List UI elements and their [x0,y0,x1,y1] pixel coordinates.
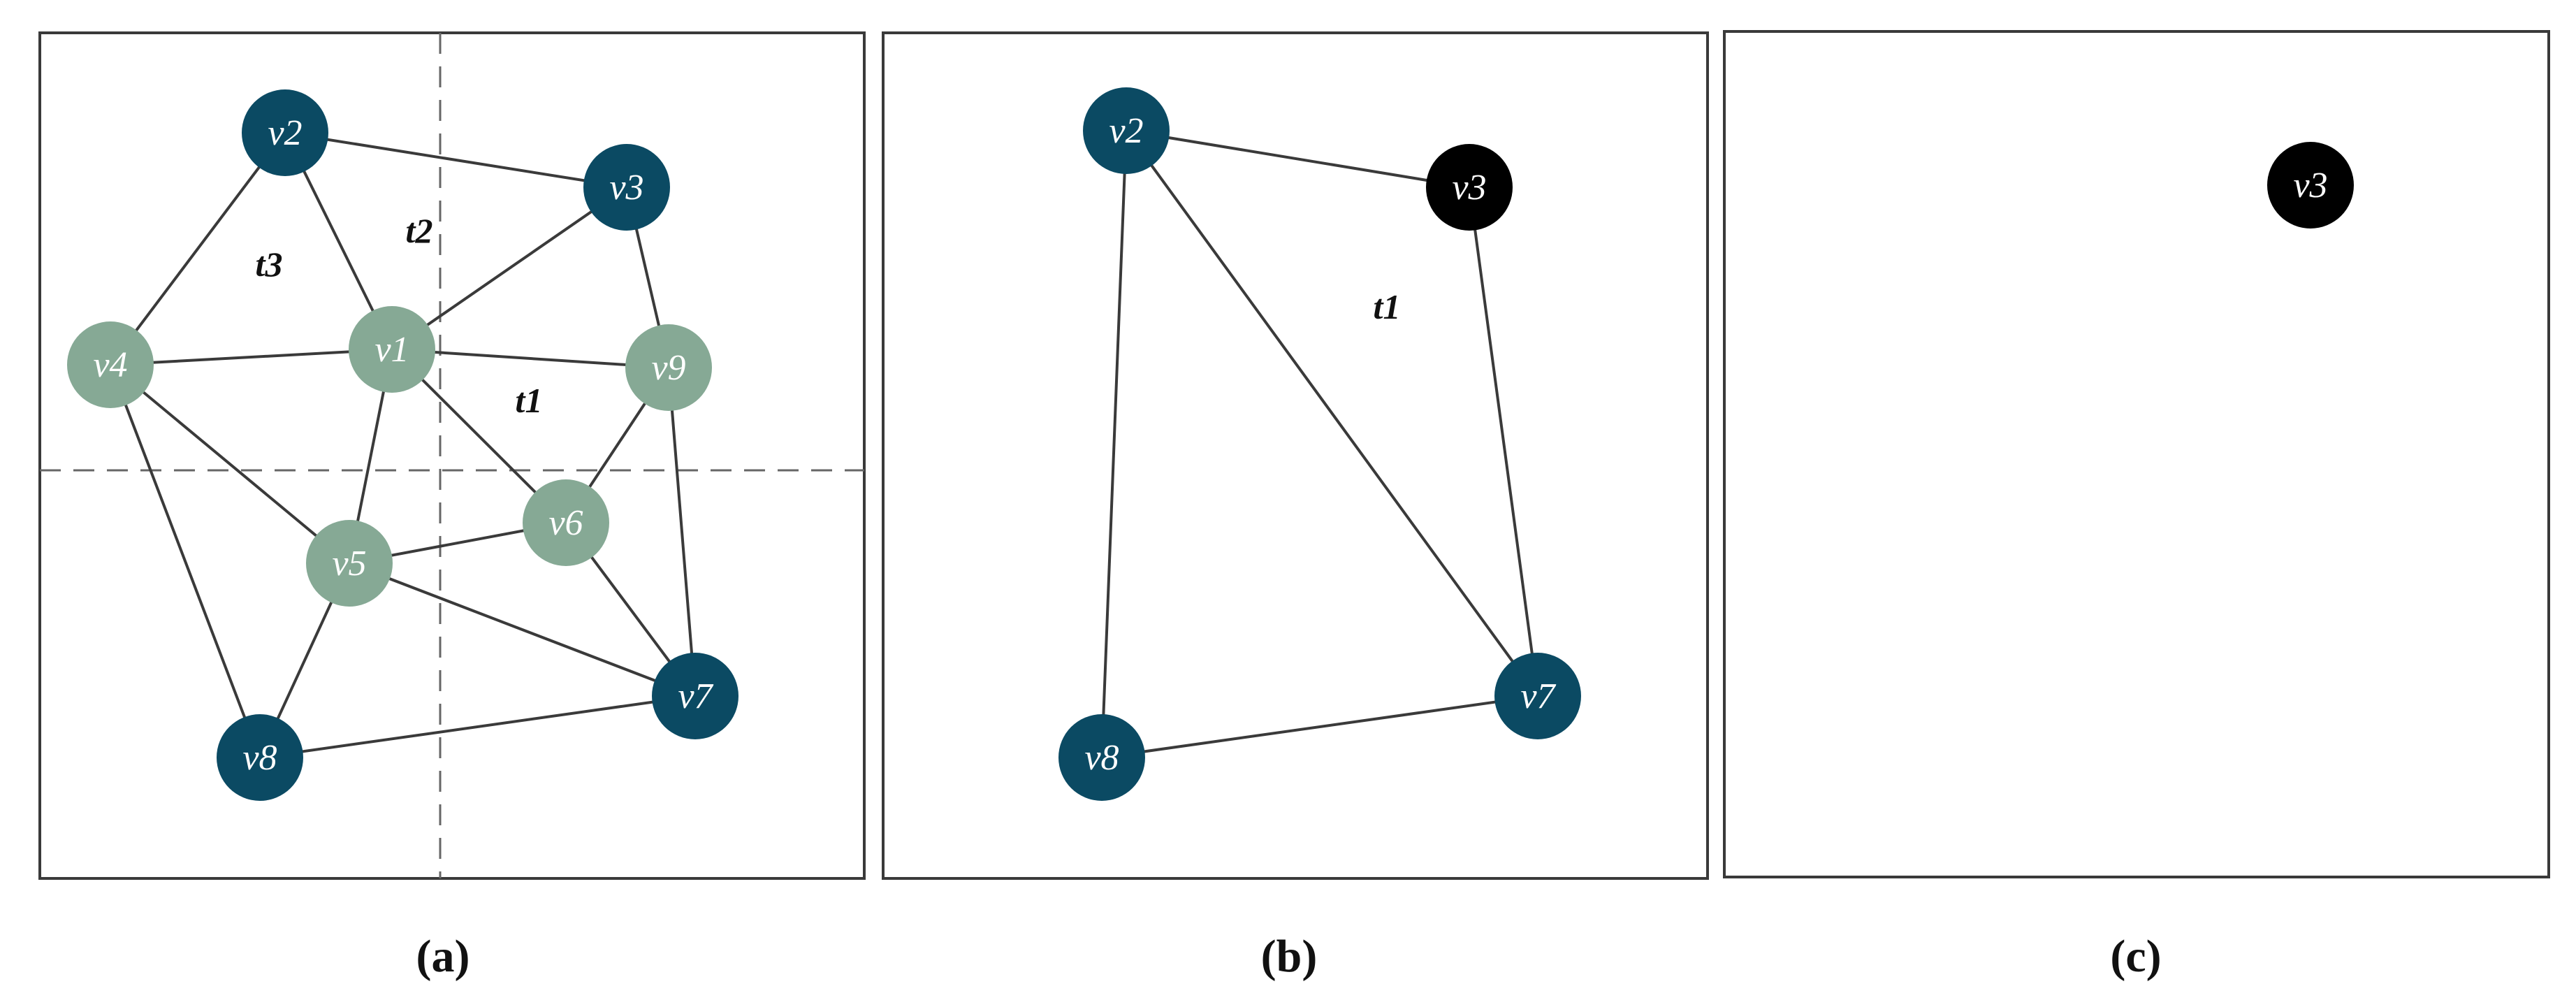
node-v1-label: v1 [374,330,409,370]
edge-v2-v8 [1100,130,1128,758]
edge-v5-v7 [349,562,696,697]
node-v3: v3 [1426,144,1513,231]
node-v8: v8 [217,714,303,801]
region-t1-label: t1 [516,381,543,420]
edge-v4-v5 [109,363,351,565]
panel-c: v3 (c) [1723,30,2550,982]
node-v7-circle [1494,653,1581,739]
panel-b: v2 v3 v7 v8 t1 (b) [882,31,1709,982]
node-v8-circle [1058,714,1145,801]
node-v2-circle [1083,87,1170,174]
node-v3-circle [583,144,670,231]
edge-v9-v7 [667,367,697,697]
edge-v4-v8 [109,364,261,758]
edge-v3-v7 [1468,187,1539,697]
node-v3-label: v3 [2293,166,2327,205]
node-v8: v8 [1058,714,1145,801]
edge-v1-v9 [391,348,669,369]
region-t1-label: t1 [1374,287,1401,326]
node-v2-label: v2 [268,113,302,153]
panel-b-caption: (b) [1261,931,1318,982]
panel-b-frame [882,31,1709,880]
panel-a: v1 v2 v3 v4 v5 v6 v7 v8 v9 t1 t2 t3 (a) [38,31,866,982]
node-v3-label: v3 [1452,168,1486,208]
panel-a-nodes: v1 v2 v3 v4 v5 v6 v7 v8 v9 [67,89,738,801]
node-v5-label: v5 [332,544,366,584]
edge-v2-v3 [284,131,627,189]
node-v1: v1 [349,306,435,393]
panel-a-regions: t1 t2 t3 [256,211,543,420]
panel-b-regions: t1 [1374,287,1401,326]
node-v3: v3 [2267,142,2354,229]
node-v3-circle [2267,142,2354,229]
edge-v8-v7 [1101,695,1538,759]
node-v5: v5 [306,520,393,607]
node-v2: v2 [1083,87,1170,174]
edge-v4-v1 [110,348,393,366]
node-v2: v2 [242,89,328,176]
node-v4-label: v4 [93,345,127,385]
edge-v2-v4 [109,131,286,366]
panel-b-nodes: v2 v3 v7 v8 [1058,87,1581,801]
node-v1-circle [349,306,435,393]
node-v7-label: v7 [678,676,713,716]
node-v2-circle [242,89,328,176]
node-v8-circle [217,714,303,801]
node-v3-label: v3 [609,168,643,208]
panel-c-caption: (c) [2110,931,2161,982]
edge-v3-v1 [391,186,628,351]
node-v6-label: v6 [548,503,583,543]
node-v3: v3 [583,144,670,231]
panel-b-edges [1100,129,1539,759]
edge-v2-v3 [1126,129,1470,189]
edge-v2-v7 [1125,129,1539,697]
node-v7: v7 [1494,653,1581,739]
panel-a-frame [38,31,866,880]
node-v4: v4 [67,321,154,408]
edge-v8-v7 [259,695,696,759]
node-v2-label: v2 [1109,111,1143,151]
panel-a-caption: (a) [416,931,470,982]
node-v6-circle [523,479,609,566]
node-v7-label: v7 [1520,676,1556,716]
node-v9: v9 [625,324,712,411]
node-v7: v7 [652,653,738,739]
node-v5-circle [306,520,393,607]
region-t2-label: t2 [406,211,433,250]
node-v9-label: v9 [651,348,685,388]
node-v9-circle [625,324,712,411]
region-t3-label: t3 [256,245,283,284]
panel-c-frame [1723,30,2550,878]
node-v4-circle [67,321,154,408]
panel-c-nodes: v3 [2267,142,2354,229]
node-v3-circle [1426,144,1513,231]
node-v8-label: v8 [1084,738,1119,778]
node-v7-circle [652,653,738,739]
node-v6: v6 [523,479,609,566]
node-v8-label: v8 [242,738,277,778]
